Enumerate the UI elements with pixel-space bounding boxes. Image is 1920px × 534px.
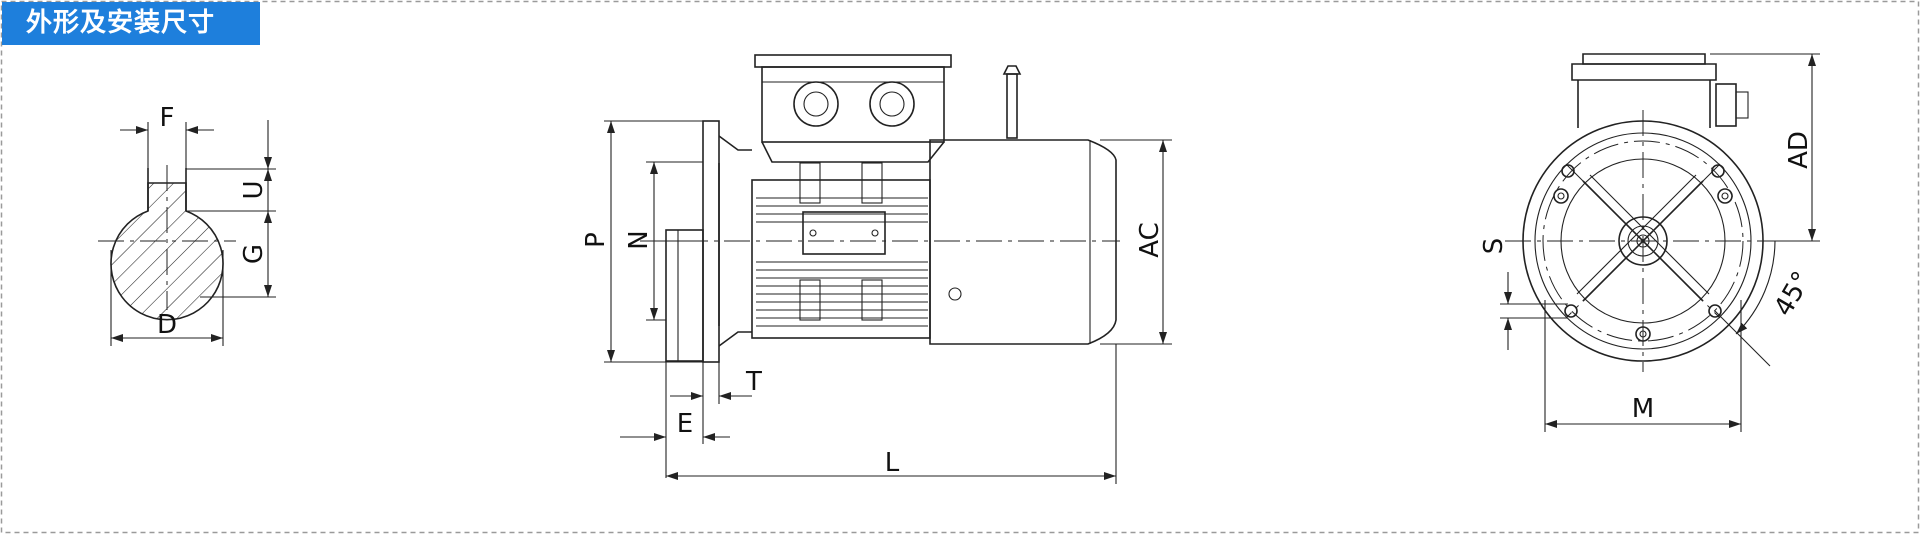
label-AD: AD — [1784, 131, 1814, 169]
label-T: T — [745, 367, 762, 397]
label-U: U — [239, 180, 269, 199]
label-M: M — [1632, 394, 1654, 424]
label-L: L — [885, 448, 900, 478]
label-P: P — [581, 232, 611, 248]
brake-fan-cover — [929, 139, 1117, 345]
section-title: 外形及安装尺寸 — [2, 2, 260, 45]
label-F: F — [160, 103, 175, 133]
label-N: N — [624, 230, 654, 249]
brake-lever — [948, 65, 1022, 301]
motor-front-view: AD S M 45° — [1479, 53, 1820, 432]
label-G: G — [239, 244, 269, 264]
label-angle: 45° — [1769, 267, 1818, 322]
label-D: D — [157, 310, 177, 340]
motor-side-view: P N AC T E L — [581, 54, 1172, 484]
label-AC: AC — [1135, 222, 1165, 257]
label-E: E — [677, 409, 693, 439]
label-S: S — [1479, 238, 1509, 255]
cooling-fins — [756, 197, 928, 327]
shaft-section-view: F U G D — [98, 103, 276, 346]
terminal-box — [754, 54, 952, 163]
